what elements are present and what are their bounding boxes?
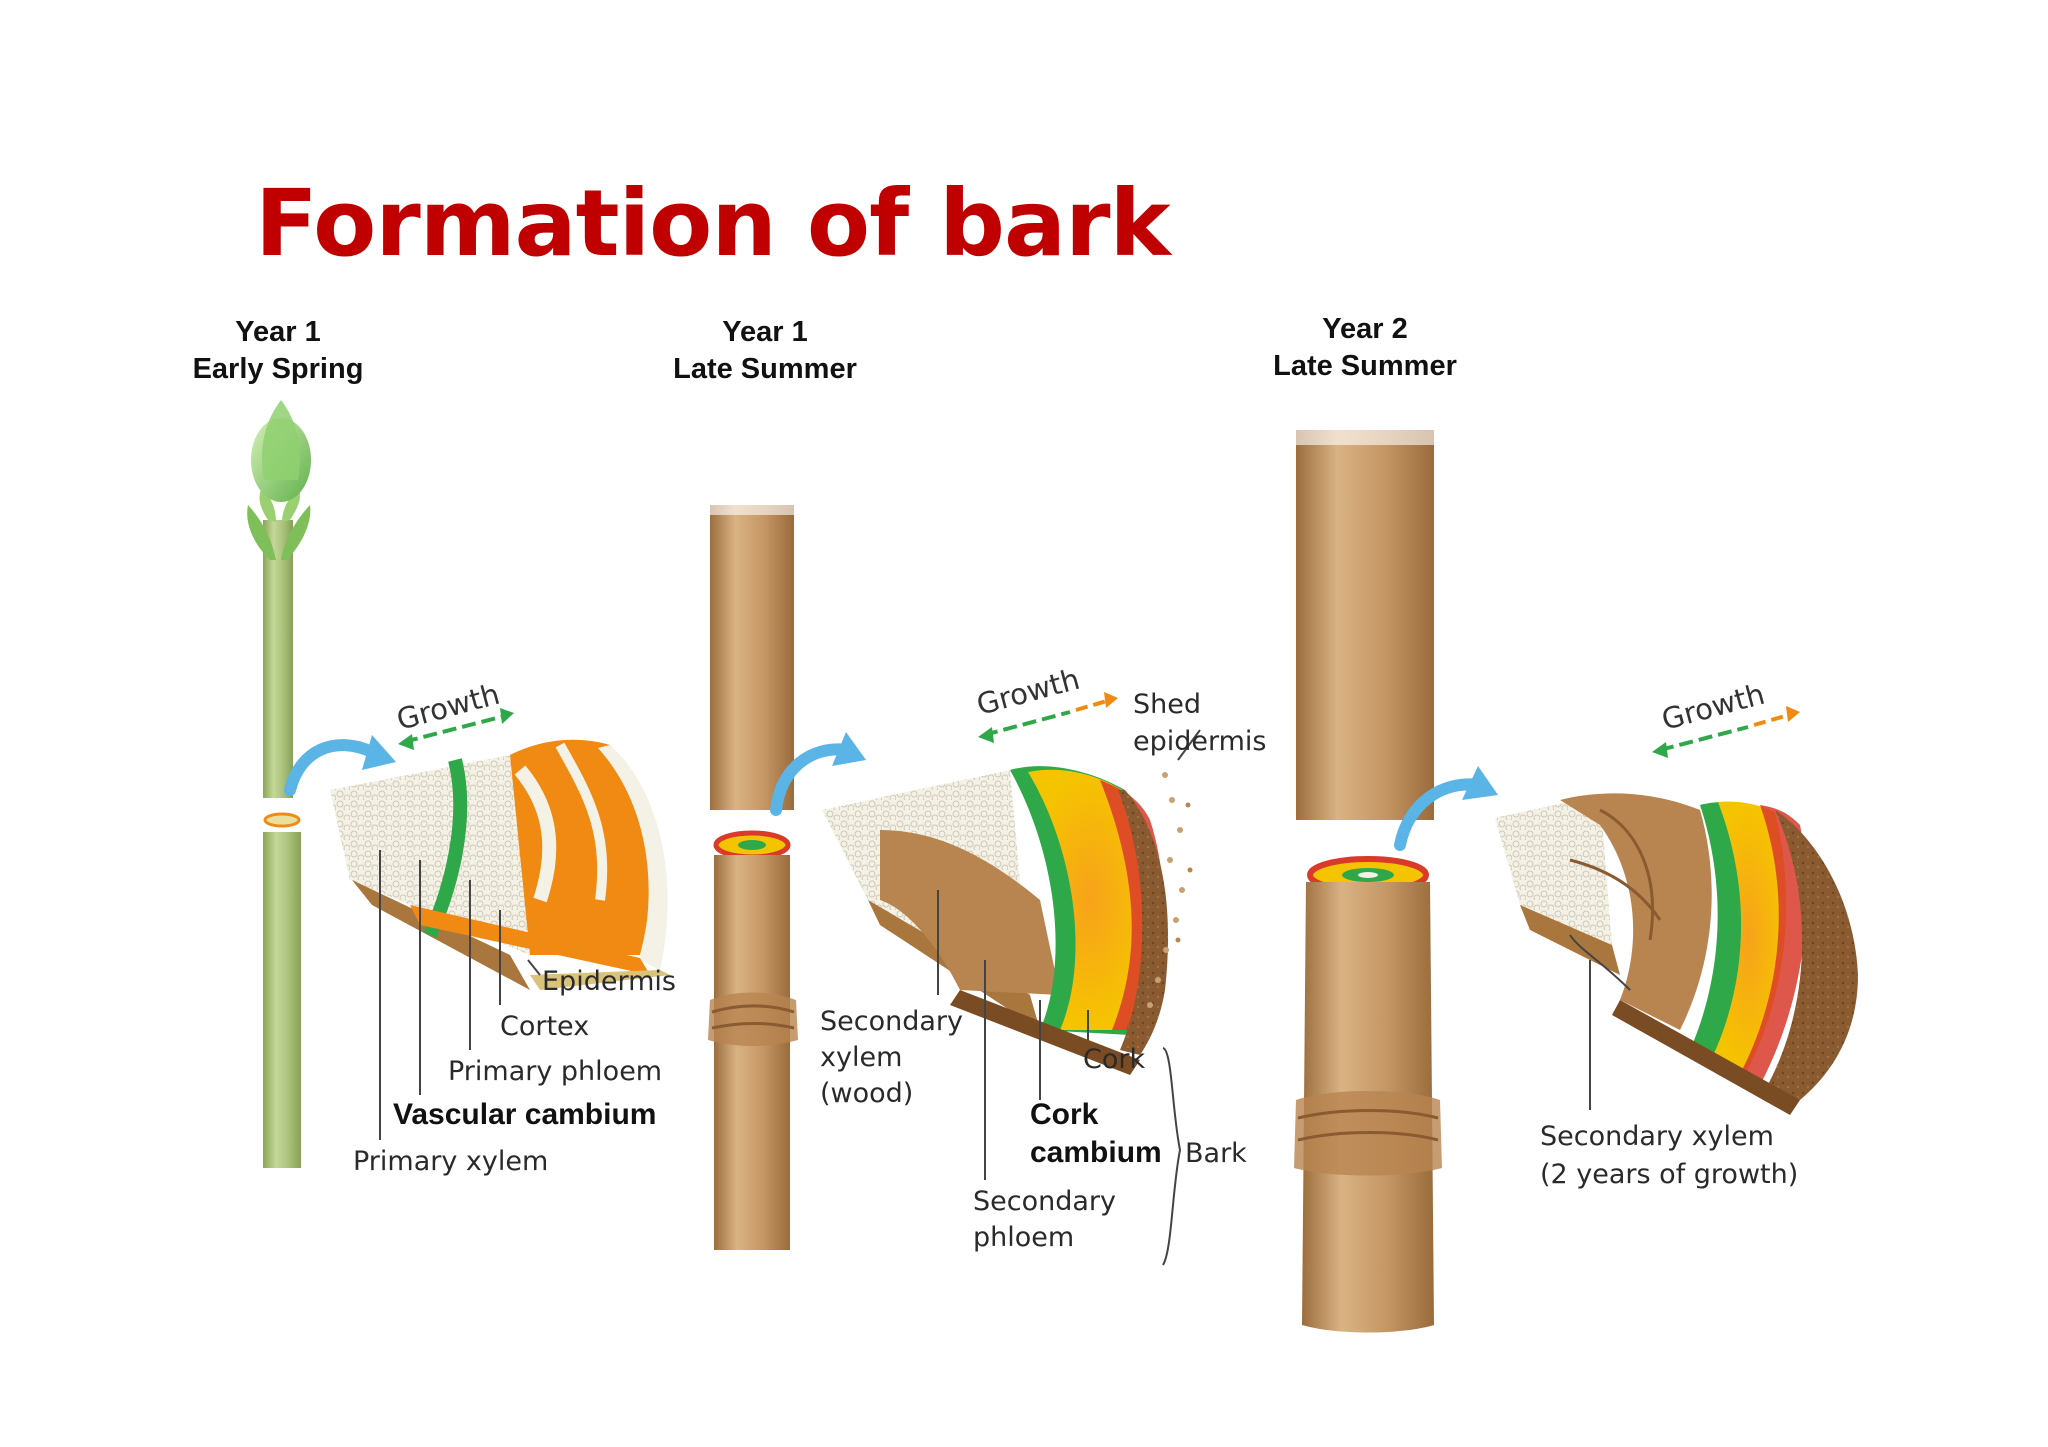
bark-bracket bbox=[1162, 1047, 1182, 1266]
label-sec-xylem-line1: Secondary bbox=[820, 1006, 963, 1037]
cross-section-wedge-2 bbox=[822, 766, 1169, 1075]
growth-arrow-icon bbox=[403, 713, 509, 744]
label-primary-phloem: Primary phloem bbox=[448, 1056, 662, 1087]
stage-1-title-line2: Early Spring bbox=[193, 353, 364, 385]
label-cork-cambium-line2: cambium bbox=[1030, 1136, 1162, 1169]
label-bark: Bark bbox=[1185, 1138, 1247, 1169]
label-vascular-cambium: Vascular cambium bbox=[393, 1098, 656, 1131]
stage-2-title-line1: Year 1 bbox=[722, 316, 807, 348]
stage-2-title-line2: Late Summer bbox=[673, 353, 857, 385]
stage-year1-late-summer: Year 1 Late Summer bbox=[673, 316, 1267, 1266]
label-cork-cambium-line1: Cork bbox=[1030, 1098, 1099, 1131]
label-epidermis: Epidermis bbox=[542, 966, 676, 997]
stage-1-title-line1: Year 1 bbox=[235, 316, 320, 348]
label-sec-xylem2-line2: (2 years of growth) bbox=[1540, 1159, 1798, 1190]
secondary-xylem-bracket bbox=[1569, 934, 1631, 991]
stage-year2-late-summer: Year 2 Late Summer bbox=[1273, 313, 1858, 1333]
page-title: Formation of bark bbox=[255, 170, 1171, 277]
label-sec-xylem-line3: (wood) bbox=[820, 1078, 913, 1109]
growth-arrow-icon-3 bbox=[1659, 725, 1749, 752]
growth-label-3: Growth bbox=[1658, 677, 1768, 737]
growth-label-1: Growth bbox=[393, 677, 503, 737]
label-primary-xylem: Primary xylem bbox=[353, 1146, 548, 1177]
label-cork: Cork bbox=[1083, 1044, 1145, 1075]
label-shed-line2: epidermis bbox=[1133, 726, 1267, 757]
young-green-stem bbox=[247, 400, 311, 1168]
shed-epidermis-flakes bbox=[1147, 772, 1193, 1008]
magnify-arrow-icon-2 bbox=[770, 743, 854, 816]
label-shed-line1: Shed bbox=[1133, 689, 1201, 720]
stage-3-title-line2: Late Summer bbox=[1273, 350, 1457, 382]
stage-year1-early-spring: Year 1 Early Spring bbox=[193, 316, 676, 1177]
growth-indicator-3: Growth bbox=[1652, 677, 1800, 758]
label-sec-xylem-line2: xylem bbox=[820, 1042, 902, 1073]
woody-stem-year2 bbox=[1292, 415, 1442, 1333]
growth-indicator-2: Growth bbox=[973, 662, 1118, 743]
growth-arrow-icon-2 bbox=[983, 710, 1071, 737]
label-sec-xylem2-line1: Secondary xylem bbox=[1540, 1121, 1774, 1152]
label-sec-phloem-line1: Secondary bbox=[973, 1186, 1116, 1217]
magnify-arrow-icon bbox=[284, 739, 378, 796]
stage-3-title-line1: Year 2 bbox=[1322, 313, 1407, 345]
label-sec-phloem-line2: phloem bbox=[973, 1222, 1074, 1253]
magnify-arrow-icon-3 bbox=[1394, 778, 1486, 851]
label-cortex: Cortex bbox=[500, 1011, 589, 1042]
growth-indicator-1: Growth bbox=[393, 677, 514, 750]
cross-section-wedge-3 bbox=[1495, 793, 1858, 1115]
woody-stem-year1 bbox=[708, 495, 798, 1250]
